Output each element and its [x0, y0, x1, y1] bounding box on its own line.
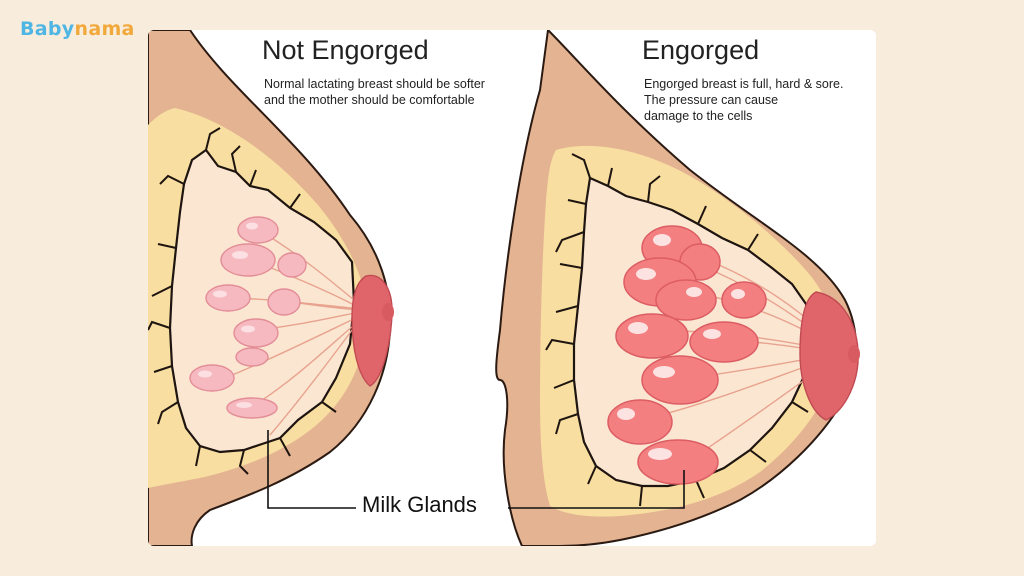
not-engorged-breast [148, 30, 394, 546]
brand-logo-part-2: nama [74, 18, 135, 40]
engorged-gland-highlights [617, 234, 745, 460]
milk-gland-swollen [721, 281, 767, 319]
engorged-nipple-tip [848, 345, 860, 363]
caption-line: and the mother should be comfortable [264, 93, 475, 107]
milk-gland-small [237, 216, 279, 244]
caption-line: Engorged breast is full, hard & sore. [644, 77, 844, 91]
pointer-line-right [508, 470, 685, 509]
not-engorged-title: Not Engorged [262, 35, 429, 65]
milk-gland-small [220, 243, 276, 277]
milk-gland-small [189, 364, 235, 392]
milk-glands-pointers [267, 430, 685, 509]
engorged-title: Engorged [642, 35, 760, 65]
milk-glands-label: Milk Glands [362, 492, 477, 517]
engorged-breast [495, 30, 860, 546]
not-engorged-gland-highlights [198, 222, 258, 408]
brand-logo: Babynama [20, 18, 135, 40]
engorged-cracks [545, 153, 809, 507]
not-engorged-caption: Normal lactating breast should be softer… [264, 76, 485, 108]
milk-gland-small [235, 347, 269, 367]
brand-logo-part-1: Baby [20, 18, 75, 40]
milk-gland-swollen [641, 355, 719, 405]
milk-gland-small [233, 318, 279, 348]
caption-line: Normal lactating breast should be softer [264, 77, 485, 91]
milk-gland-swollen [655, 279, 717, 321]
milk-gland-small [226, 397, 278, 419]
breast-engorgement-diagram [148, 30, 860, 546]
milk-gland-swollen [689, 321, 759, 363]
milk-gland-small [267, 288, 301, 316]
illustration-panel: Not Engorged Normal lactating breast sho… [148, 30, 876, 546]
milk-gland-swollen [637, 439, 719, 485]
pointer-line-left [267, 430, 356, 509]
not-engorged-cracks [148, 127, 337, 475]
milk-gland-swollen [607, 399, 673, 445]
milk-gland-swollen [615, 313, 689, 359]
not-engorged-nipple-tip [382, 303, 394, 321]
caption-line: The pressure can cause [644, 93, 779, 107]
engorged-nipple [799, 291, 859, 421]
milk-gland-small [205, 284, 251, 312]
milk-gland-small [277, 252, 307, 278]
caption-line: damage to the cells [644, 109, 753, 123]
engorged-caption: Engorged breast is full, hard & sore. Th… [644, 76, 843, 124]
not-engorged-milk-glands [189, 216, 307, 419]
not-engorged-nipple [351, 274, 393, 387]
